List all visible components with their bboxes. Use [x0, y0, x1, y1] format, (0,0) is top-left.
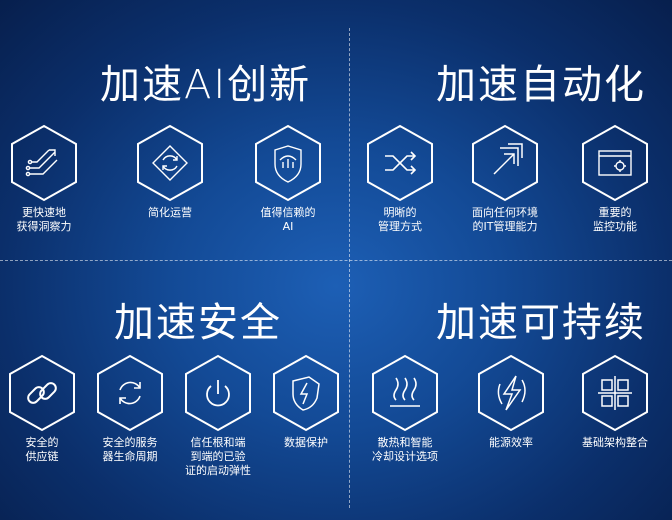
- energy-bolt-icon: [478, 354, 544, 432]
- tile-server-lifecycle: 安全的服务 器生命周期: [80, 354, 180, 464]
- tile-data-protection: 数据保护: [256, 354, 356, 450]
- tile-label: 值得信赖的 AI: [260, 206, 316, 233]
- insight-arrows-icon: [11, 124, 77, 202]
- tile-root-of-trust: 信任根和端 到端的已验 证的启动弹性: [168, 354, 268, 478]
- tile-cooling: 散热和智能 冷却设计选项: [355, 354, 455, 464]
- tile-label: 能源效率: [489, 436, 533, 449]
- tile-label: 散热和智能 冷却设计选项: [372, 436, 438, 463]
- tile-label: 数据保护: [284, 436, 328, 449]
- title-security: 加速安全: [114, 300, 282, 346]
- title-ai: 加速AI创新: [100, 62, 312, 108]
- tile-trusted-ai: 值得信赖的 AI: [238, 124, 338, 234]
- tile-simplify-ops: 简化运营: [120, 124, 220, 220]
- consolidate-grid-icon: [582, 354, 648, 432]
- tile-it-management: 面向任何环境 的IT管理能力: [455, 124, 555, 234]
- vertical-divider: [349, 28, 350, 508]
- trusted-ai-shield-icon: [255, 124, 321, 202]
- tile-infrastructure-consolidation: 基础架构整合: [565, 354, 665, 450]
- power-icon: [185, 354, 251, 432]
- tile-label: 安全的 供应链: [25, 436, 59, 463]
- tile-label: 简化运营: [148, 206, 192, 219]
- expand-arrows-icon: [472, 124, 538, 202]
- horizontal-divider: [0, 260, 672, 261]
- cycle-icon: [97, 354, 163, 432]
- tile-label: 信任根和端 到端的已验 证的启动弹性: [185, 436, 251, 477]
- tile-label: 明晰的 管理方式: [378, 206, 422, 233]
- tile-label: 基础架构整合: [582, 436, 648, 449]
- tile-monitoring: 重要的 监控功能: [565, 124, 665, 234]
- link-icon: [9, 354, 75, 432]
- tile-label: 面向任何环境 的IT管理能力: [472, 206, 538, 233]
- refresh-diamond-icon: [137, 124, 203, 202]
- monitor-gear-icon: [582, 124, 648, 202]
- tile-label: 重要的 监控功能: [593, 206, 637, 233]
- shuffle-icon: [367, 124, 433, 202]
- tile-clear-management: 明晰的 管理方式: [350, 124, 450, 234]
- tile-energy-efficiency: 能源效率: [461, 354, 561, 450]
- tile-faster-insight: 更快速地 获得洞察力: [0, 124, 94, 234]
- tile-supply-chain: 安全的 供应链: [0, 354, 92, 464]
- title-sustainability: 加速可持续: [436, 300, 646, 346]
- heat-waves-icon: [372, 354, 438, 432]
- tile-label: 安全的服务 器生命周期: [102, 436, 158, 463]
- tile-label: 更快速地 获得洞察力: [16, 206, 72, 233]
- title-automation: 加速自动化: [436, 62, 646, 108]
- shield-bolt-icon: [273, 354, 339, 432]
